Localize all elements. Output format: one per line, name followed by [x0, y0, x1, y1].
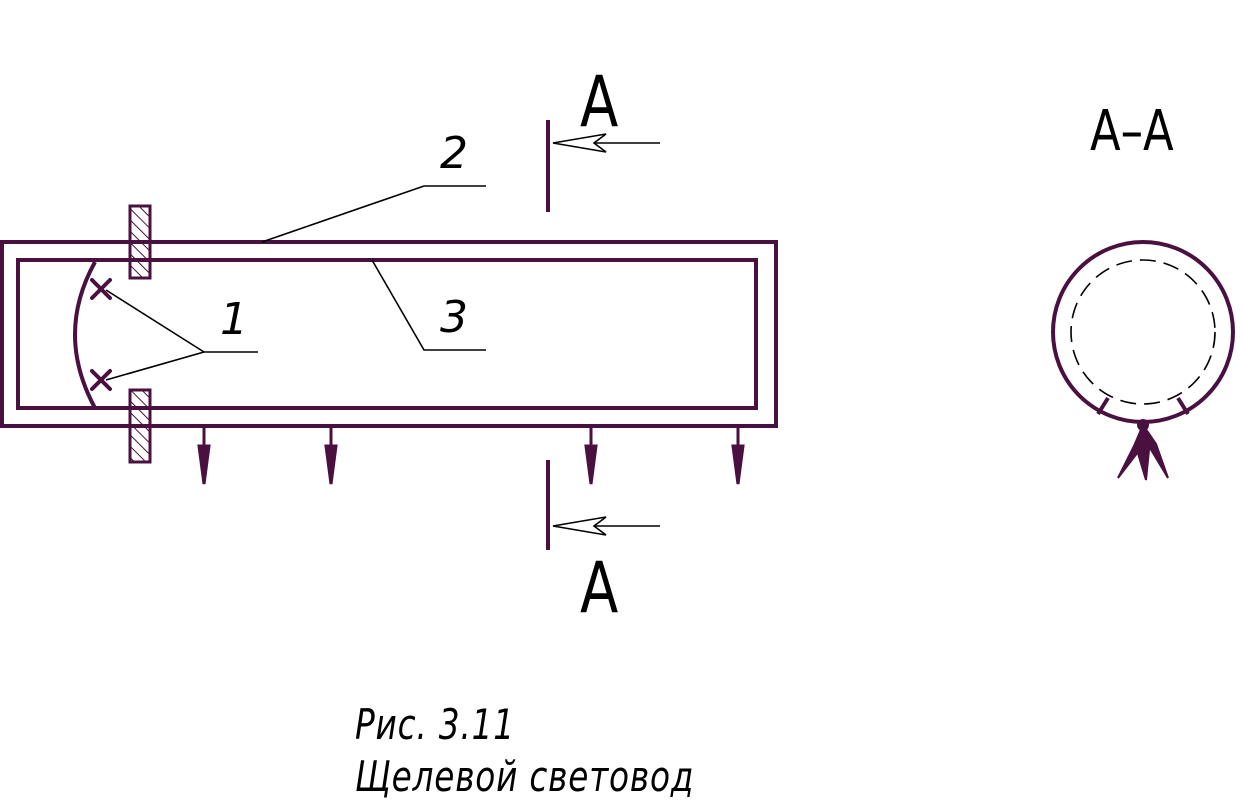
light-ray-arrow-icon	[731, 428, 745, 485]
section-marker-top: A	[546, 61, 660, 212]
section-dashed-film	[1070, 259, 1216, 405]
flange-bottom	[128, 388, 152, 464]
light-ray-arrow-icon	[584, 428, 598, 485]
section-letter-bottom: A	[580, 547, 618, 629]
part-label-3: 3	[440, 292, 468, 343]
light-ray-arrow-icon	[197, 428, 211, 485]
leader-line-2	[261, 185, 486, 243]
end-reflector	[73, 261, 97, 409]
section-arrow-icon	[552, 516, 607, 536]
light-ray-arrow-icon	[1135, 424, 1151, 481]
inner-tube	[16, 258, 758, 410]
leader-line-3	[371, 259, 486, 351]
figure-caption: Щелевой световод	[355, 752, 695, 801]
section-light-rays	[1117, 424, 1169, 481]
section-marker-bottom: A	[546, 460, 660, 629]
outer-tube	[0, 240, 778, 428]
section-view: A–A	[1051, 98, 1235, 481]
section-view-title: A–A	[1090, 98, 1174, 163]
figure-number: Рис. 3.11	[355, 700, 515, 749]
light-ray-arrow-icon	[1142, 424, 1169, 479]
section-letter-top: A	[580, 61, 618, 143]
slot-edge-right	[1176, 396, 1190, 416]
section-arrow-icon	[552, 133, 607, 153]
part-label-1: 1	[220, 294, 248, 345]
slot-edge-left	[1096, 396, 1110, 416]
light-guide-side-view	[0, 240, 778, 428]
leader-line-1b	[105, 351, 205, 381]
light-source-cross-icon	[90, 278, 112, 300]
section-outer-circle	[1051, 240, 1235, 424]
light-output-arrows	[197, 428, 745, 485]
leader-lines	[105, 185, 486, 381]
part-label-2: 2	[440, 128, 468, 179]
flange-top	[128, 204, 152, 280]
light-source-cross-icon	[90, 369, 112, 391]
light-ray-arrow-icon	[324, 428, 338, 485]
